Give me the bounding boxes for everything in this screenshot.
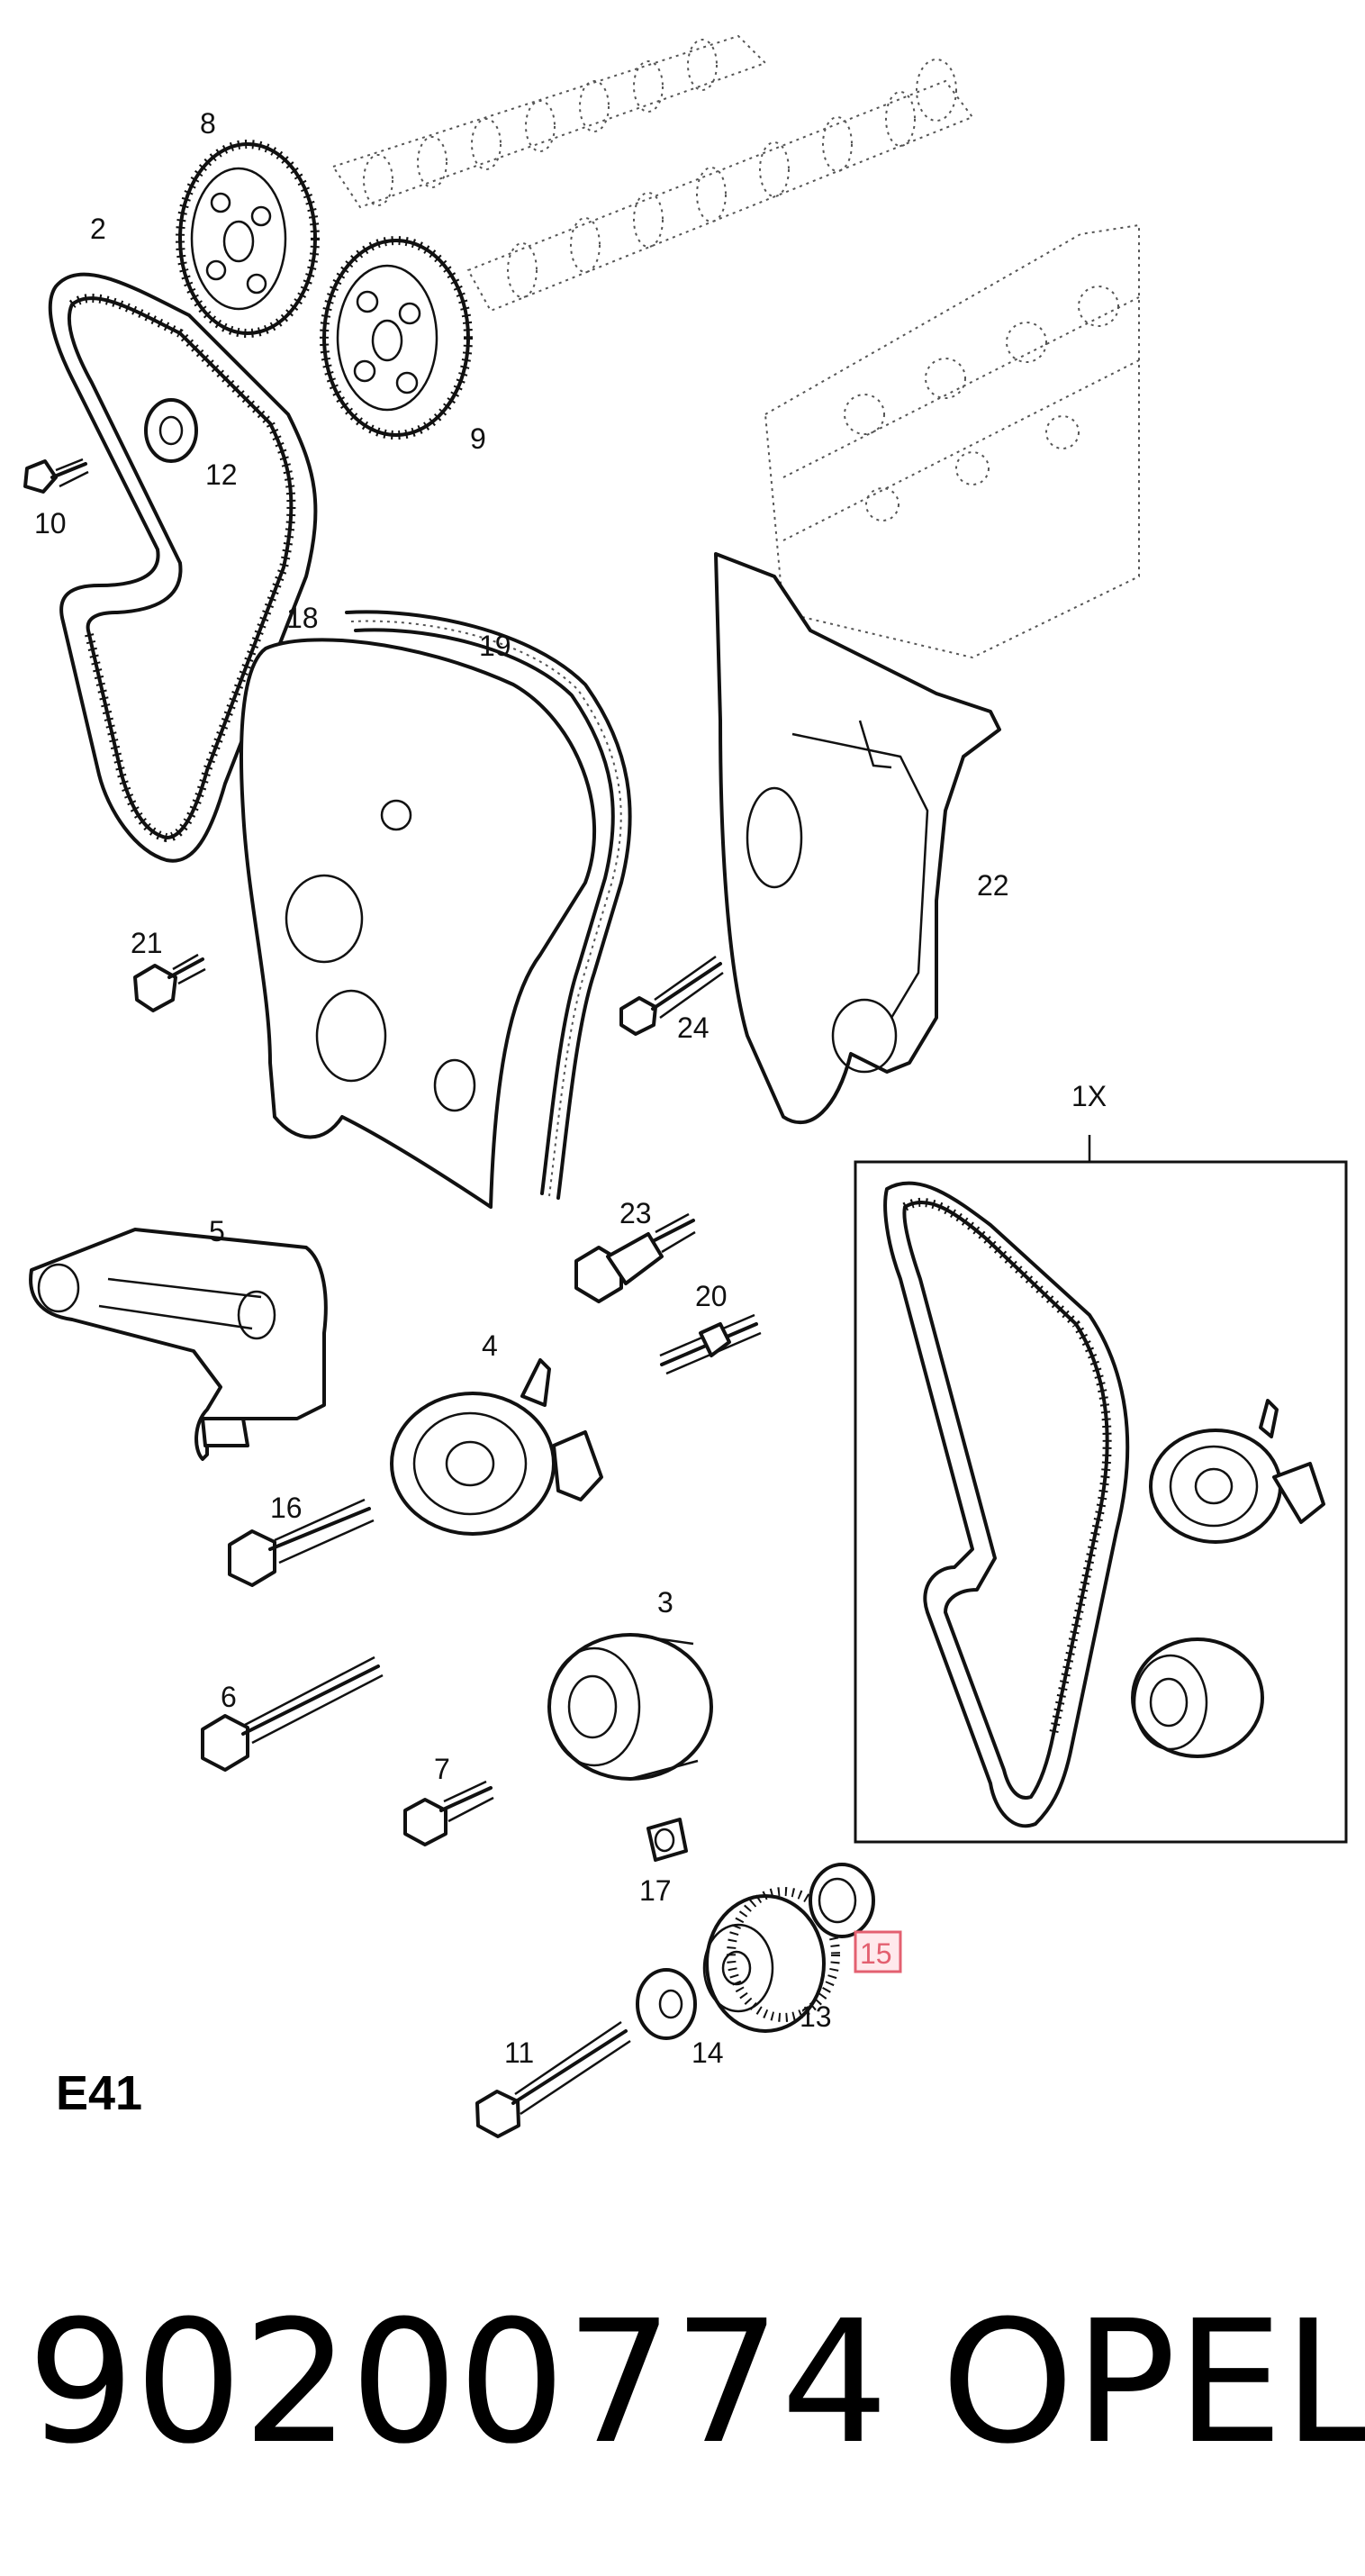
- cylinder-head-dotted: [764, 223, 1140, 659]
- front-cover-22: [714, 552, 1001, 1124]
- bolt-24: [619, 955, 724, 1036]
- bolt-10: [23, 458, 89, 494]
- rear-cover-18: [240, 638, 597, 1209]
- bolt-11: [475, 2020, 631, 2138]
- washer-14: [636, 1968, 697, 2040]
- seal-strip-19: [345, 610, 632, 1200]
- label-12: 12: [205, 458, 238, 491]
- label-20: 20: [695, 1280, 728, 1312]
- label-7: 7: [434, 1753, 450, 1785]
- dowel-17: [646, 1818, 688, 1862]
- brand-name: OPEL: [941, 2284, 1365, 2481]
- stud-20: [659, 1313, 762, 1375]
- bolt-6: [201, 1655, 384, 1772]
- label-13: 13: [800, 2000, 832, 2033]
- label-2: 2: [90, 213, 106, 245]
- tensioner-4: [390, 1358, 603, 1536]
- label-3: 3: [657, 1586, 673, 1619]
- bolt-23: [574, 1212, 696, 1303]
- label-16: 16: [270, 1492, 303, 1524]
- label-5: 5: [209, 1215, 225, 1247]
- label-8: 8: [200, 107, 216, 140]
- camshafts-dotted: [331, 34, 974, 313]
- bolt-16: [228, 1498, 375, 1587]
- bolt-21: [133, 953, 206, 1012]
- part-labels: 8 2 9 12 10 18 19 22 21 24 1X 5 23 20 4 …: [34, 107, 1107, 2069]
- label-4: 4: [482, 1329, 498, 1362]
- timing-belt-2: [48, 272, 318, 863]
- idler-pulley-3: [547, 1633, 713, 1781]
- label-9: 9: [470, 422, 486, 455]
- section-code: E41: [56, 2066, 142, 2120]
- label-23: 23: [619, 1197, 652, 1229]
- highlight-box-15: [854, 1930, 902, 1973]
- cam-gear-8: [176, 140, 320, 338]
- label-10: 10: [34, 507, 67, 540]
- label-22: 22: [977, 869, 1009, 902]
- oil-seal-15: [809, 1863, 875, 1938]
- kit-box-1x: [854, 1135, 1348, 1844]
- bolt-7: [403, 1780, 494, 1846]
- label-15-highlighted: 15: [860, 1937, 892, 1970]
- part-number: 90200774: [27, 2284, 889, 2481]
- crank-sprocket-13: [702, 1887, 840, 2033]
- label-6: 6: [221, 1681, 237, 1713]
- bracket-5: [29, 1228, 328, 1461]
- label-1x: 1X: [1071, 1080, 1107, 1112]
- label-11: 11: [504, 2036, 534, 2069]
- label-14: 14: [692, 2036, 724, 2069]
- cam-gear-9: [320, 236, 473, 440]
- idler-pulley-12: [144, 398, 198, 463]
- label-17: 17: [639, 1874, 672, 1907]
- label-21: 21: [131, 927, 163, 959]
- label-19: 19: [479, 630, 511, 662]
- label-18: 18: [286, 602, 319, 634]
- label-24: 24: [677, 1011, 710, 1044]
